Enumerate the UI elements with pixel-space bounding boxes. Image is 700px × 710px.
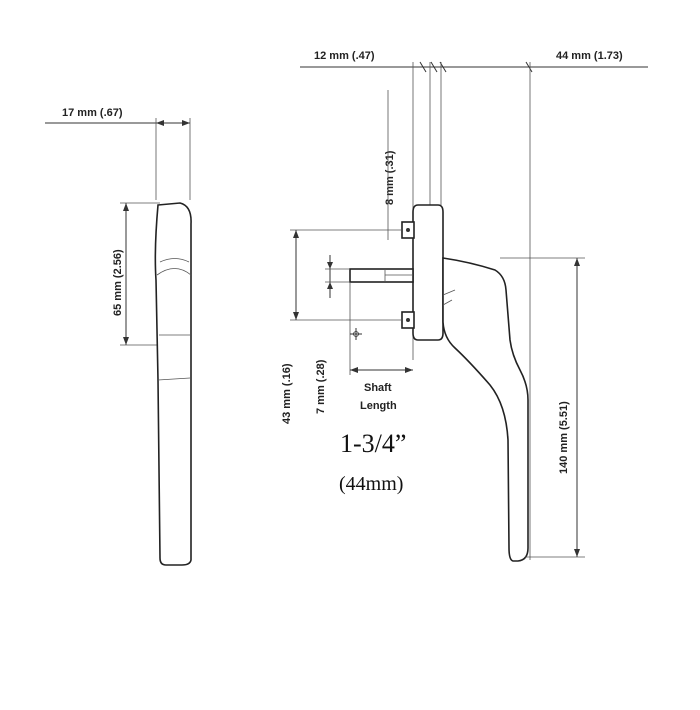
spindle-size-label: 7 mm (.28)	[315, 359, 327, 414]
side-height-arrow-top	[123, 203, 129, 211]
handle-neck-line-1	[442, 289, 456, 296]
shaft-length-arrow-left	[350, 367, 358, 373]
spindle-offset-label: 8 mm (.31)	[384, 150, 396, 205]
spindle-shaft	[349, 268, 414, 283]
side-handle-body	[154, 202, 192, 566]
total-height-arrow-bottom	[574, 549, 580, 557]
top-screw-icon	[406, 228, 410, 232]
side-handle-collar-mid	[156, 268, 192, 276]
top-right-dim-label: 44 mm (1.73)	[556, 50, 623, 62]
side-height-label: 65 mm (2.56)	[112, 249, 124, 316]
mounting-base-plate	[412, 204, 444, 341]
top-dim-tick-1	[419, 61, 427, 73]
side-width-label: 17 mm (.67)	[62, 107, 123, 119]
bottom-screw-icon	[406, 318, 410, 322]
side-width-arrow-left	[156, 120, 164, 126]
shaft-label-line1: Shaft	[364, 382, 392, 394]
side-handle-collar-top	[159, 258, 190, 263]
total-height-label: 140 mm (5.51)	[558, 401, 570, 474]
handle-lever	[442, 257, 529, 562]
spindle-size-arrow-top	[327, 262, 333, 269]
hole-spacing-arrow-top	[293, 230, 299, 238]
top-dim-tick-4	[525, 61, 533, 73]
shaft-length-arrow-right	[405, 367, 413, 373]
hole-spacing-label: 43 mm (.16)	[281, 363, 293, 424]
handle-neck-line-2	[442, 299, 453, 306]
top-dim-tick-2	[430, 61, 438, 73]
side-view: 17 mm (.67) 65 mm (2.56)	[45, 107, 192, 566]
side-width-arrow-right	[182, 120, 190, 126]
side-height-arrow-bottom	[123, 337, 129, 345]
total-height-arrow-top	[574, 258, 580, 266]
shaft-length-metric: (44mm)	[339, 473, 403, 495]
spindle-size-arrow-bottom	[327, 282, 333, 289]
top-left-dim-label: 12 mm (.47)	[314, 50, 375, 62]
front-view: 12 mm (.47) 44 mm (1.73) 8 mm (.31)	[281, 50, 648, 562]
shaft-label-line2: Length	[360, 400, 397, 412]
crosshair-icon	[350, 328, 362, 340]
side-handle-grip-line	[157, 377, 191, 381]
shaft-length-value: 1-3/4”	[340, 429, 406, 458]
hole-spacing-arrow-bottom	[293, 312, 299, 320]
